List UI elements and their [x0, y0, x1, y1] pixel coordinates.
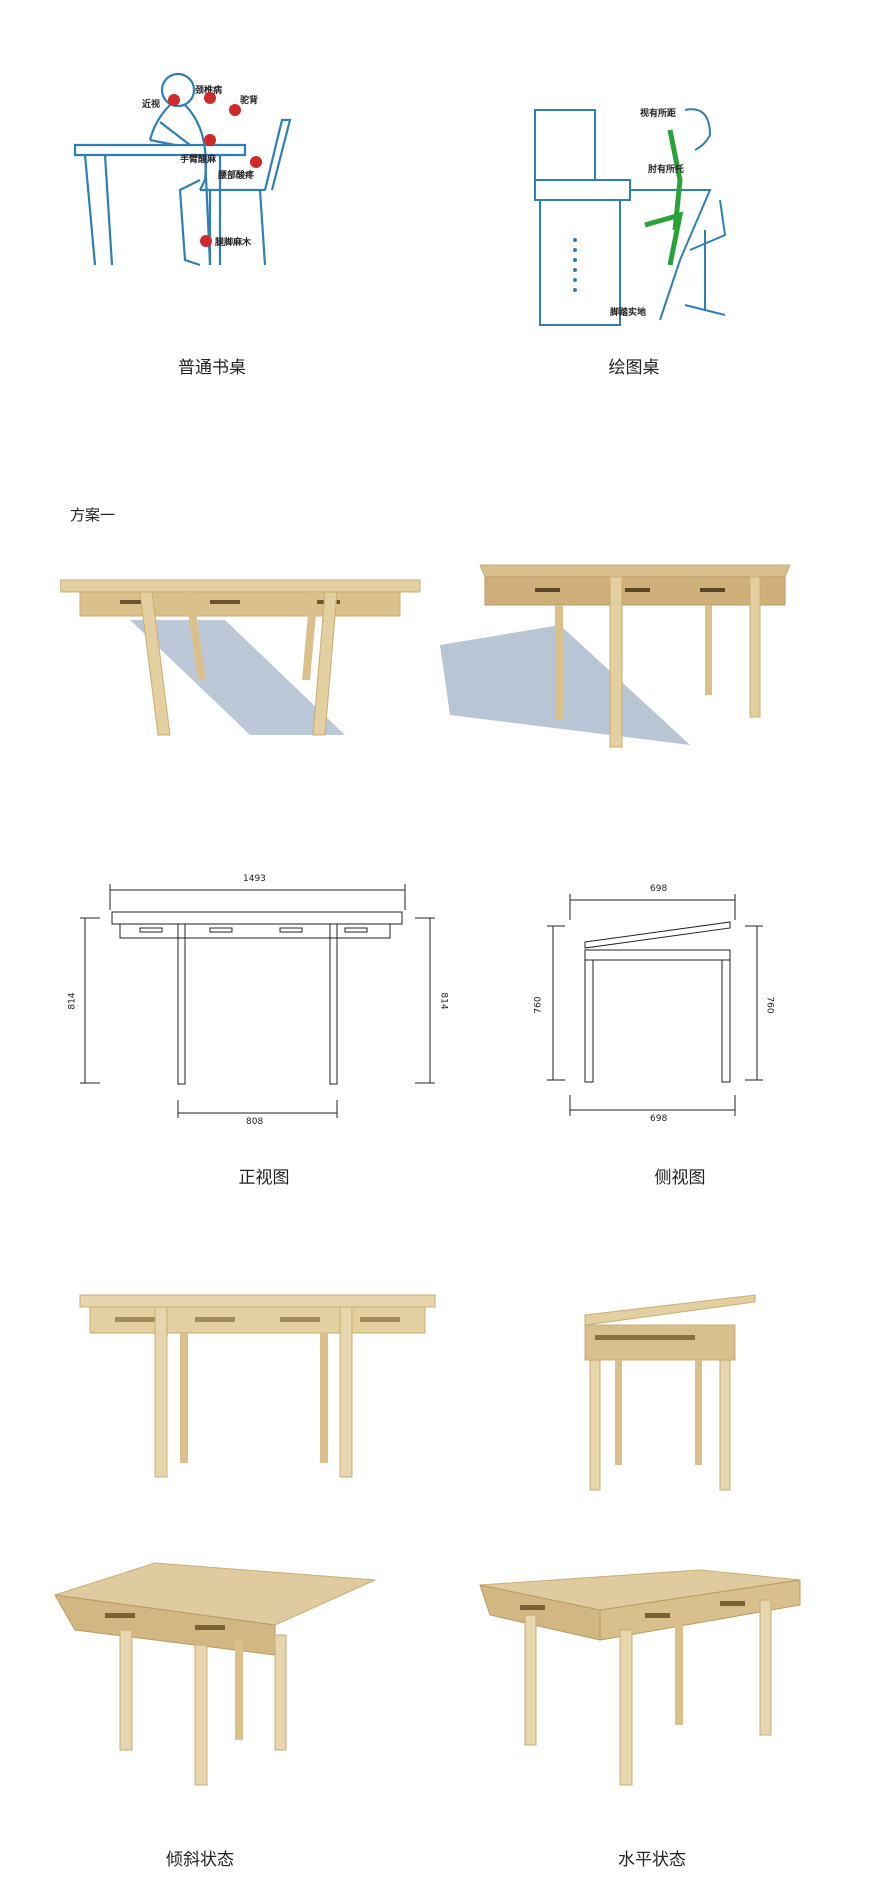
- front-view-caption: 正视图: [238, 1168, 290, 1188]
- side-dim-left: 760: [533, 996, 544, 1014]
- label-elbow: 肘有所托: [648, 165, 685, 175]
- label-myopia: 近视: [142, 100, 161, 110]
- side-dim-bottom: 698: [650, 1114, 668, 1124]
- label-waist: 腰部酸疼: [218, 171, 255, 181]
- render-horizontal-state: [470, 1555, 810, 1795]
- side-dim-right: 760: [764, 996, 775, 1014]
- label-foot: 脚踏实地: [610, 308, 647, 318]
- horizontal-state-caption: 水平状态: [618, 1850, 686, 1870]
- render-perspective-shadow: [440, 555, 800, 765]
- label-hunchback: 驼背: [240, 96, 259, 106]
- render-side-tilted: [575, 1290, 775, 1500]
- side-view-drawing: 698 760 760 698: [525, 880, 785, 1130]
- ordinary-desk-illustration: 近视 颈椎病 驼背 手臂酸麻 腰部酸疼 腿脚麻木: [60, 60, 360, 330]
- label-arm: 手臂酸麻: [180, 155, 217, 165]
- label-vision: 视有所距: [640, 109, 677, 119]
- drawing-desk-illustration: 视有所距 肘有所托 脚踏实地: [520, 100, 800, 330]
- scheme-title: 方案一: [70, 506, 116, 524]
- tilted-state-caption: 倾斜状态: [166, 1850, 234, 1870]
- side-dim-top: 698: [650, 884, 668, 894]
- front-dim-left: 814: [67, 992, 78, 1010]
- ordinary-desk-caption: 普通书桌: [178, 358, 246, 378]
- drawing-desk-caption: 绘图桌: [608, 358, 660, 378]
- front-dim-bottom: 808: [246, 1117, 264, 1127]
- label-leg: 腿脚麻木: [215, 238, 252, 248]
- render-tilted-state: [45, 1555, 385, 1795]
- label-cervical: 颈椎病: [195, 86, 223, 96]
- front-view-drawing: 1493 814 814 808: [60, 870, 450, 1130]
- side-view-caption: 侧视图: [654, 1168, 706, 1188]
- front-dim-right: 814: [438, 992, 449, 1010]
- front-dim-top: 1493: [243, 874, 266, 884]
- render-front-shadow: [59, 560, 430, 760]
- render-front-plain: [55, 1265, 445, 1490]
